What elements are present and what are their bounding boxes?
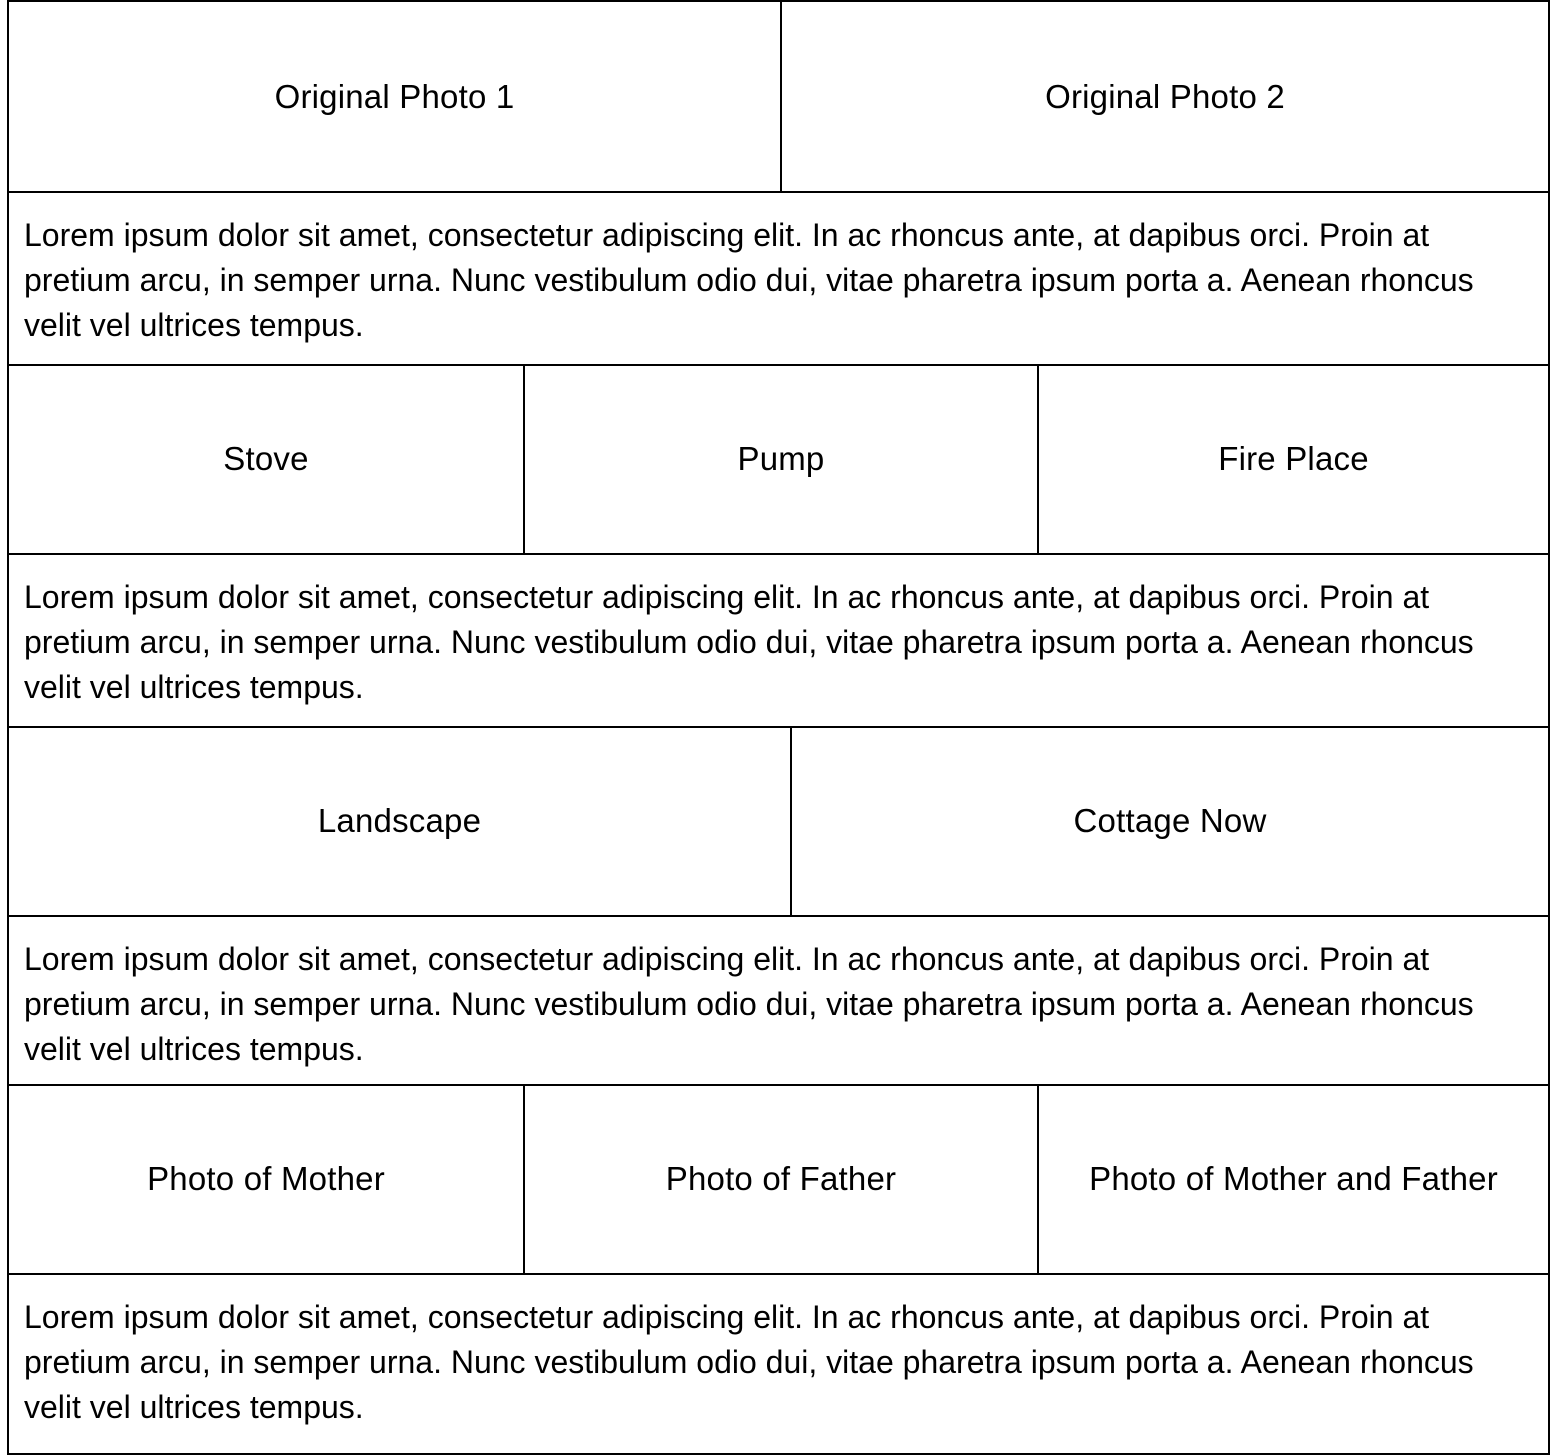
caption-block-2: Lorem ipsum dolor sit amet, consectetur …	[9, 553, 1548, 728]
caption-block-3: Lorem ipsum dolor sit amet, consectetur …	[9, 915, 1548, 1086]
caption-block-4: Lorem ipsum dolor sit amet, consectetur …	[9, 1273, 1548, 1455]
photo-placeholder-landscape: Landscape	[317, 802, 482, 839]
photo-placeholder-mother: Photo of Mother	[147, 1160, 385, 1197]
photo-row-3: Landscape Cottage Now	[9, 726, 1548, 916]
photo-row-2: Stove Pump Fire Place	[9, 364, 1548, 554]
photo-row-1: Original Photo 1 Original Photo 2	[9, 2, 1548, 192]
photo-row-4: Photo of Mother Photo of Father Photo of…	[9, 1084, 1548, 1274]
photo-placeholder-cottage-now: Cottage Now	[790, 726, 1548, 916]
photo-placeholder-original-photo-2: Original Photo 2	[780, 2, 1548, 192]
photo-layout-grid: Original Photo 1 Original Photo 2 Lorem …	[7, 0, 1550, 1455]
photo-placeholder-original-photo-1: Original Photo 1	[274, 78, 515, 115]
caption-text: Lorem ipsum dolor sit amet, consectetur …	[24, 217, 1474, 343]
photo-placeholder-pump: Pump	[523, 364, 1037, 554]
caption-text: Lorem ipsum dolor sit amet, consectetur …	[24, 1299, 1474, 1425]
photo-placeholder-stove: Stove	[223, 440, 309, 477]
caption-text: Lorem ipsum dolor sit amet, consectetur …	[24, 579, 1474, 705]
caption-block-1: Lorem ipsum dolor sit amet, consectetur …	[9, 191, 1548, 366]
photo-placeholder-mother-and-father: Photo of Mother and Father	[1037, 1084, 1548, 1274]
photo-placeholder-fire-place: Fire Place	[1037, 364, 1548, 554]
photo-placeholder-father: Photo of Father	[523, 1084, 1037, 1274]
caption-text: Lorem ipsum dolor sit amet, consectetur …	[24, 941, 1474, 1067]
